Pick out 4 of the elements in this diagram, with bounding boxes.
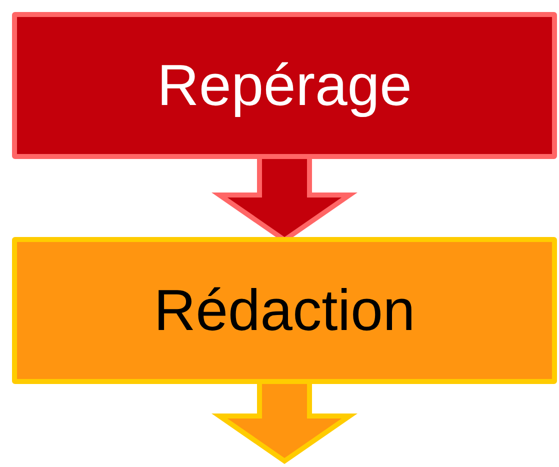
- box-label: Repérage: [157, 56, 412, 114]
- process-box: [12, 237, 557, 384]
- box-label: Rédaction: [154, 282, 416, 340]
- process-box: [12, 12, 557, 159]
